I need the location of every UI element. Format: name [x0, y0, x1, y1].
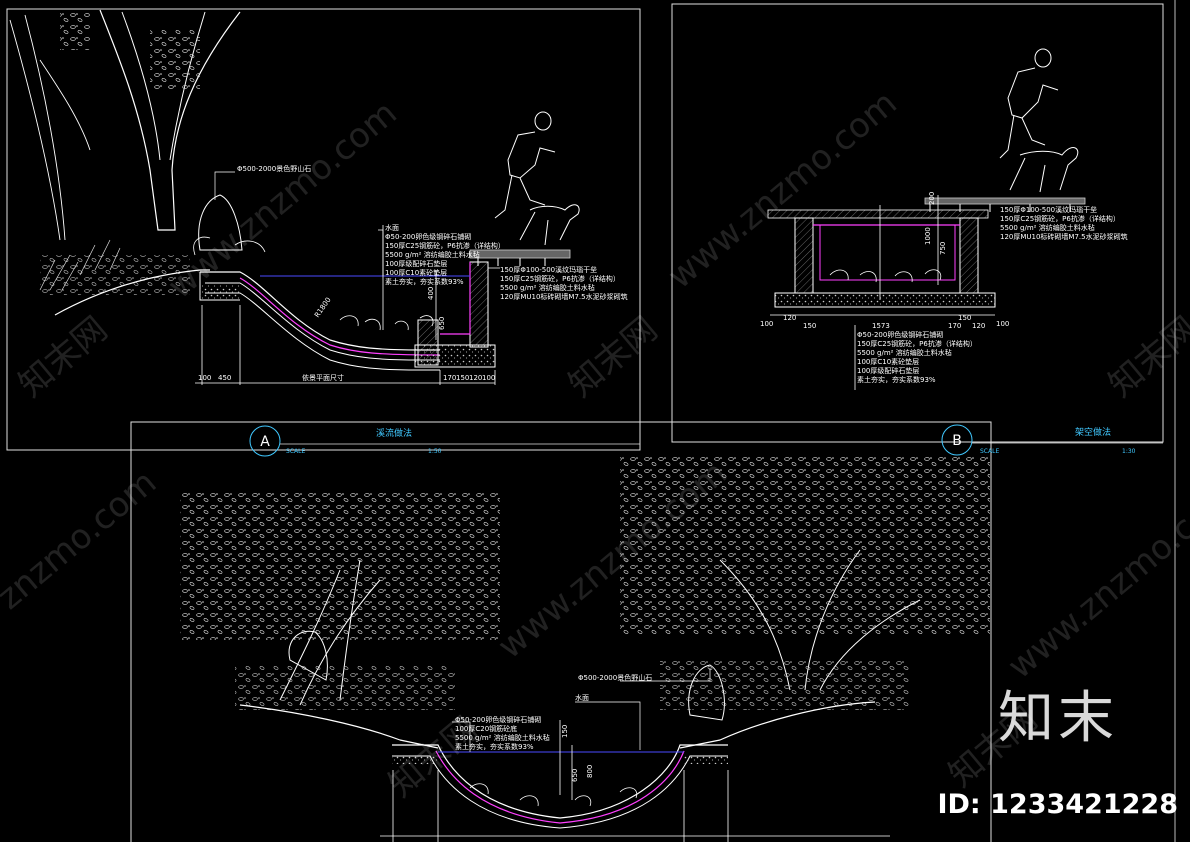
a-note-0: 水面 [385, 223, 399, 232]
a-rnote-1: 150厚C25钢筋砼，P6抗渗（详结构） [500, 274, 620, 283]
b-tnote-3: 120厚MU10标砖砌墙M7.5水泥砂浆砌筑 [1000, 232, 1128, 241]
a-scale-label: SCALE [286, 448, 305, 455]
b-scale-value: 1:30 [1122, 448, 1136, 455]
a-note-4: 100厚级配碎石垫层 [385, 259, 447, 268]
c-note-0: Φ50-200卵色级钢碎石铺砌 [455, 715, 541, 724]
a-dimv-1: 650 [438, 317, 446, 330]
b-bnote-1: 150厚C25钢筋砼，P6抗渗（详结构） [857, 339, 977, 348]
a-dim-3: 170 [443, 374, 456, 382]
a-rock-note: Φ500-2000景色野山石 [237, 164, 311, 173]
a-scale-value: 1:50 [428, 448, 442, 455]
c-note-3: 素土夯实，夯实系数93% [455, 742, 534, 751]
b-dim-4: 150 [958, 314, 971, 322]
b-dim-6: 120 [972, 322, 985, 330]
a-dim-0: 100 [198, 374, 211, 382]
b-dimv-2: 750 [939, 242, 947, 255]
a-note-6: 素土夯实，夯实系数93% [385, 277, 464, 286]
frame-detail-a [6, 8, 641, 451]
b-title: 架空做法 [1075, 426, 1111, 438]
b-bnote-3: 100厚C10素砼垫层 [857, 357, 919, 366]
a-note-1: Φ50-200卵色级钢碎石铺砌 [385, 232, 471, 241]
a-rnote-3: 120厚MU10标砖砌墙M7.5水泥砂浆砌筑 [500, 292, 628, 301]
c-dimv-0: 150 [561, 725, 569, 738]
b-tnote-1: 150厚C25钢筋砼，P6抗渗（详结构） [1000, 214, 1120, 223]
a-dim-2: 依景平面尺寸 [302, 373, 344, 382]
b-dim-3: 1573 [872, 322, 890, 330]
brand-logo-text: 知末 [998, 686, 1118, 751]
a-title-block: A 溪流做法 SCALE 1:50 [249, 425, 640, 457]
c-water-note: 水面 [575, 693, 589, 702]
b-scale-label: SCALE [980, 448, 999, 455]
b-dim-5: 170 [948, 322, 961, 330]
a-note-5: 100厚C10素砼垫层 [385, 268, 447, 277]
b-dim-1: 120 [783, 314, 796, 322]
b-tnote-0: 150厚Φ100-500溪纹玛瑙干垒 [1000, 205, 1097, 214]
a-dim-1: 450 [218, 374, 231, 382]
c-dimv-1: 650 [571, 769, 579, 782]
a-note-3: 5500 g/m² 溶纺编胶土料水毡 [385, 250, 480, 259]
a-marker: A [260, 434, 270, 450]
b-marker: B [952, 433, 962, 449]
a-rnote-2: 5500 g/m² 溶纺编胶土料水毡 [500, 283, 595, 292]
a-dim-4: 150 [456, 374, 469, 382]
b-bnote-4: 100厚级配碎石垫层 [857, 366, 919, 375]
a-dimv-0: 400 [427, 287, 435, 300]
frame-detail-b [671, 3, 1164, 443]
detail-c-drawing [180, 455, 990, 842]
a-dim-6: 100 [482, 374, 495, 382]
b-dimv-1: 1000 [924, 227, 932, 245]
b-tnote-2: 5500 g/m² 溶纺编胶土料水毡 [1000, 223, 1095, 232]
a-dim-5: 120 [469, 374, 482, 382]
b-title-block: B 架空做法 SCALE 1:30 [941, 424, 1163, 456]
b-dim-7: 100 [996, 320, 1009, 328]
image-id-label: ID: 1233421228 [937, 789, 1178, 820]
b-bnote-0: Φ50-200卵色级钢碎石铺砌 [857, 330, 943, 339]
frame-detail-c [130, 421, 992, 842]
c-note-1: 100厚C20钢筋砼底 [455, 724, 517, 733]
b-dimv-0: 200 [928, 192, 936, 205]
a-radius: R1800 [313, 296, 333, 319]
b-dim-0: 100 [760, 320, 773, 328]
c-note-2: 5500 g/m² 溶纺编胶土料水毡 [455, 733, 550, 742]
a-rnote-0: 150厚Φ100-500溪纹玛瑙干垒 [500, 265, 597, 274]
b-bnote-5: 素土夯实，夯实系数93% [857, 375, 936, 384]
c-rock-note: Φ500-2000景色野山石 [578, 673, 652, 682]
a-note-2: 150厚C25钢筋砼，P6抗渗（详结构） [385, 241, 505, 250]
detail-a-drawing [9, 9, 580, 385]
c-dimv-2: 800 [586, 765, 594, 778]
detail-b-drawing [767, 48, 1086, 390]
b-dim-2: 150 [803, 322, 816, 330]
a-title: 溪流做法 [376, 427, 412, 439]
b-bnote-2: 5500 g/m² 溶纺编胶土料水毡 [857, 348, 952, 357]
